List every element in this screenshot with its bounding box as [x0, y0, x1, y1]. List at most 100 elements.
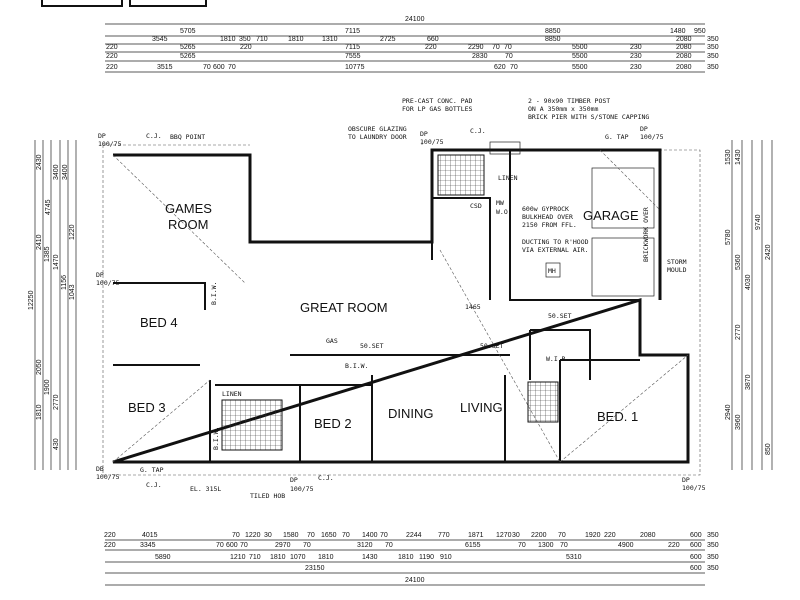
dimension-text: 600	[213, 64, 225, 71]
note-bulk3: 2150 FROM FFL.	[522, 221, 577, 229]
dimension-text: 230	[630, 64, 642, 71]
dimension-text: 3400	[53, 164, 60, 180]
dimension-text: 2080	[676, 64, 692, 71]
dimension-text: 70	[216, 542, 224, 549]
dimension-text: 70	[232, 532, 240, 539]
dimension-text: 1900	[44, 379, 51, 395]
dimension-text: 710	[249, 554, 261, 561]
dimension-text: 70	[505, 53, 513, 60]
dimension-text: 350	[707, 542, 719, 549]
dimension-text: 910	[440, 554, 452, 561]
note-dp6: DP	[682, 476, 690, 484]
dimension-text: 3345	[140, 542, 156, 549]
note-dp4: DP	[96, 271, 104, 279]
dimension-text: 9740	[755, 214, 762, 230]
note-storm1: STORM	[667, 258, 687, 266]
dimension-text: 7115	[345, 28, 360, 35]
note-lp2: FOR LP GAS BOTTLES	[402, 105, 473, 113]
dimension-text: 2200	[531, 532, 547, 539]
room-label-games: GAMES	[165, 201, 212, 216]
note-biw2: B.I.W.	[210, 282, 218, 305]
dimension-text: 220	[104, 542, 116, 549]
dimension-text: 23150	[305, 565, 325, 572]
dimension-text: 30	[512, 532, 520, 539]
dimension-text: 1810	[288, 36, 304, 43]
dimension-text: 1310	[322, 36, 338, 43]
dimension-text: 660	[427, 36, 439, 43]
dimension-text: 5890	[155, 554, 171, 561]
dimension-text: 30	[264, 532, 272, 539]
note-mw: MW	[496, 199, 504, 207]
dimension-text: 70	[385, 542, 393, 549]
dimension-text: 7115	[345, 44, 360, 51]
dimension-text: 1470	[53, 254, 60, 270]
dimension-text: 8850	[545, 36, 561, 43]
dimension-text: 4745	[45, 199, 52, 215]
note-dp3b: 100/75	[640, 133, 664, 141]
note-dp1: DP	[98, 132, 106, 140]
dimension-text: 600	[690, 554, 702, 561]
dimension-text: 600	[690, 542, 702, 549]
dimension-text: 4900	[618, 542, 634, 549]
note-el: EL. 315L	[190, 485, 221, 493]
room-label-garage: GARAGE	[583, 208, 639, 223]
roof-hip-lines	[112, 149, 689, 463]
dimension-text: 5705	[180, 28, 196, 35]
note-gtap_bot: G. TAP	[140, 466, 164, 474]
note-biw3: B.I.W.	[212, 427, 220, 450]
room-label-bed1: BED. 1	[597, 409, 638, 424]
dimension-text: 350	[239, 36, 251, 43]
note-dp3: DP	[640, 125, 648, 133]
dimension-text: 1810	[270, 554, 286, 561]
dimension-text: 1530	[725, 149, 732, 165]
dimension-text: 2050	[36, 359, 43, 375]
dimension-text: 350	[707, 565, 719, 572]
dimension-text: 230	[630, 53, 642, 60]
note-storm2: MOULD	[667, 266, 687, 274]
dimension-text: 10775	[345, 64, 365, 71]
dimension-text: 5500	[572, 44, 588, 51]
dimension-text: 12250	[28, 290, 35, 310]
room-label-bed2: BED 2	[314, 416, 352, 431]
room-label-great: GREAT ROOM	[300, 300, 388, 315]
dimension-text: 70	[303, 542, 311, 549]
note-cj1: C.J.	[146, 132, 162, 140]
note-dp5: DP	[290, 476, 298, 484]
dimension-text: 3960	[735, 414, 742, 430]
dimension-text: 1043	[69, 284, 76, 300]
dimension-text: 5500	[572, 64, 588, 71]
dimension-text: 3515	[157, 64, 173, 71]
note-bulk2: BULKHEAD OVER	[522, 213, 573, 221]
ensuite-tiles	[527, 381, 559, 423]
dimension-text: 6155	[465, 542, 481, 549]
dimension-text: 1810	[220, 36, 236, 43]
garage-car-space-2	[591, 237, 655, 297]
dimension-text: 1871	[468, 532, 484, 539]
note-biw1: B.I.W.	[345, 362, 368, 370]
dimension-text: 1270	[496, 532, 512, 539]
note-obs1: OBSCURE GLAZING	[348, 125, 407, 133]
note-wir: W.I.R.	[546, 355, 569, 363]
dimension-text: 2080	[676, 53, 692, 60]
dimension-text: 2080	[640, 532, 656, 539]
dimension-text: 350	[707, 53, 719, 60]
dimension-text: 350	[707, 64, 719, 71]
dimension-text: 8850	[545, 28, 561, 35]
dimension-text: 1920	[585, 532, 601, 539]
note-wo: W.O.	[496, 208, 512, 216]
note-duct1: DUCTING TO R'HOOD	[522, 238, 589, 246]
dimension-text: 5780	[725, 229, 732, 245]
dimension-text: 1220	[69, 224, 76, 240]
dimension-text: 220	[104, 532, 116, 539]
dimension-text: 770	[438, 532, 450, 539]
dimension-text: 1810	[318, 554, 334, 561]
dimension-text: 230	[630, 44, 642, 51]
note-bbq: BBQ POINT	[170, 133, 205, 141]
note-brick: BRICKWORK OVER	[642, 207, 650, 262]
dimension-text: 1190	[419, 554, 434, 561]
dimension-text: 2830	[472, 53, 488, 60]
dimension-text: 3870	[745, 374, 752, 390]
garage-bulkhead-box	[489, 141, 521, 155]
bathroom-tiles	[221, 399, 283, 451]
dimension-text: 220	[106, 53, 118, 60]
